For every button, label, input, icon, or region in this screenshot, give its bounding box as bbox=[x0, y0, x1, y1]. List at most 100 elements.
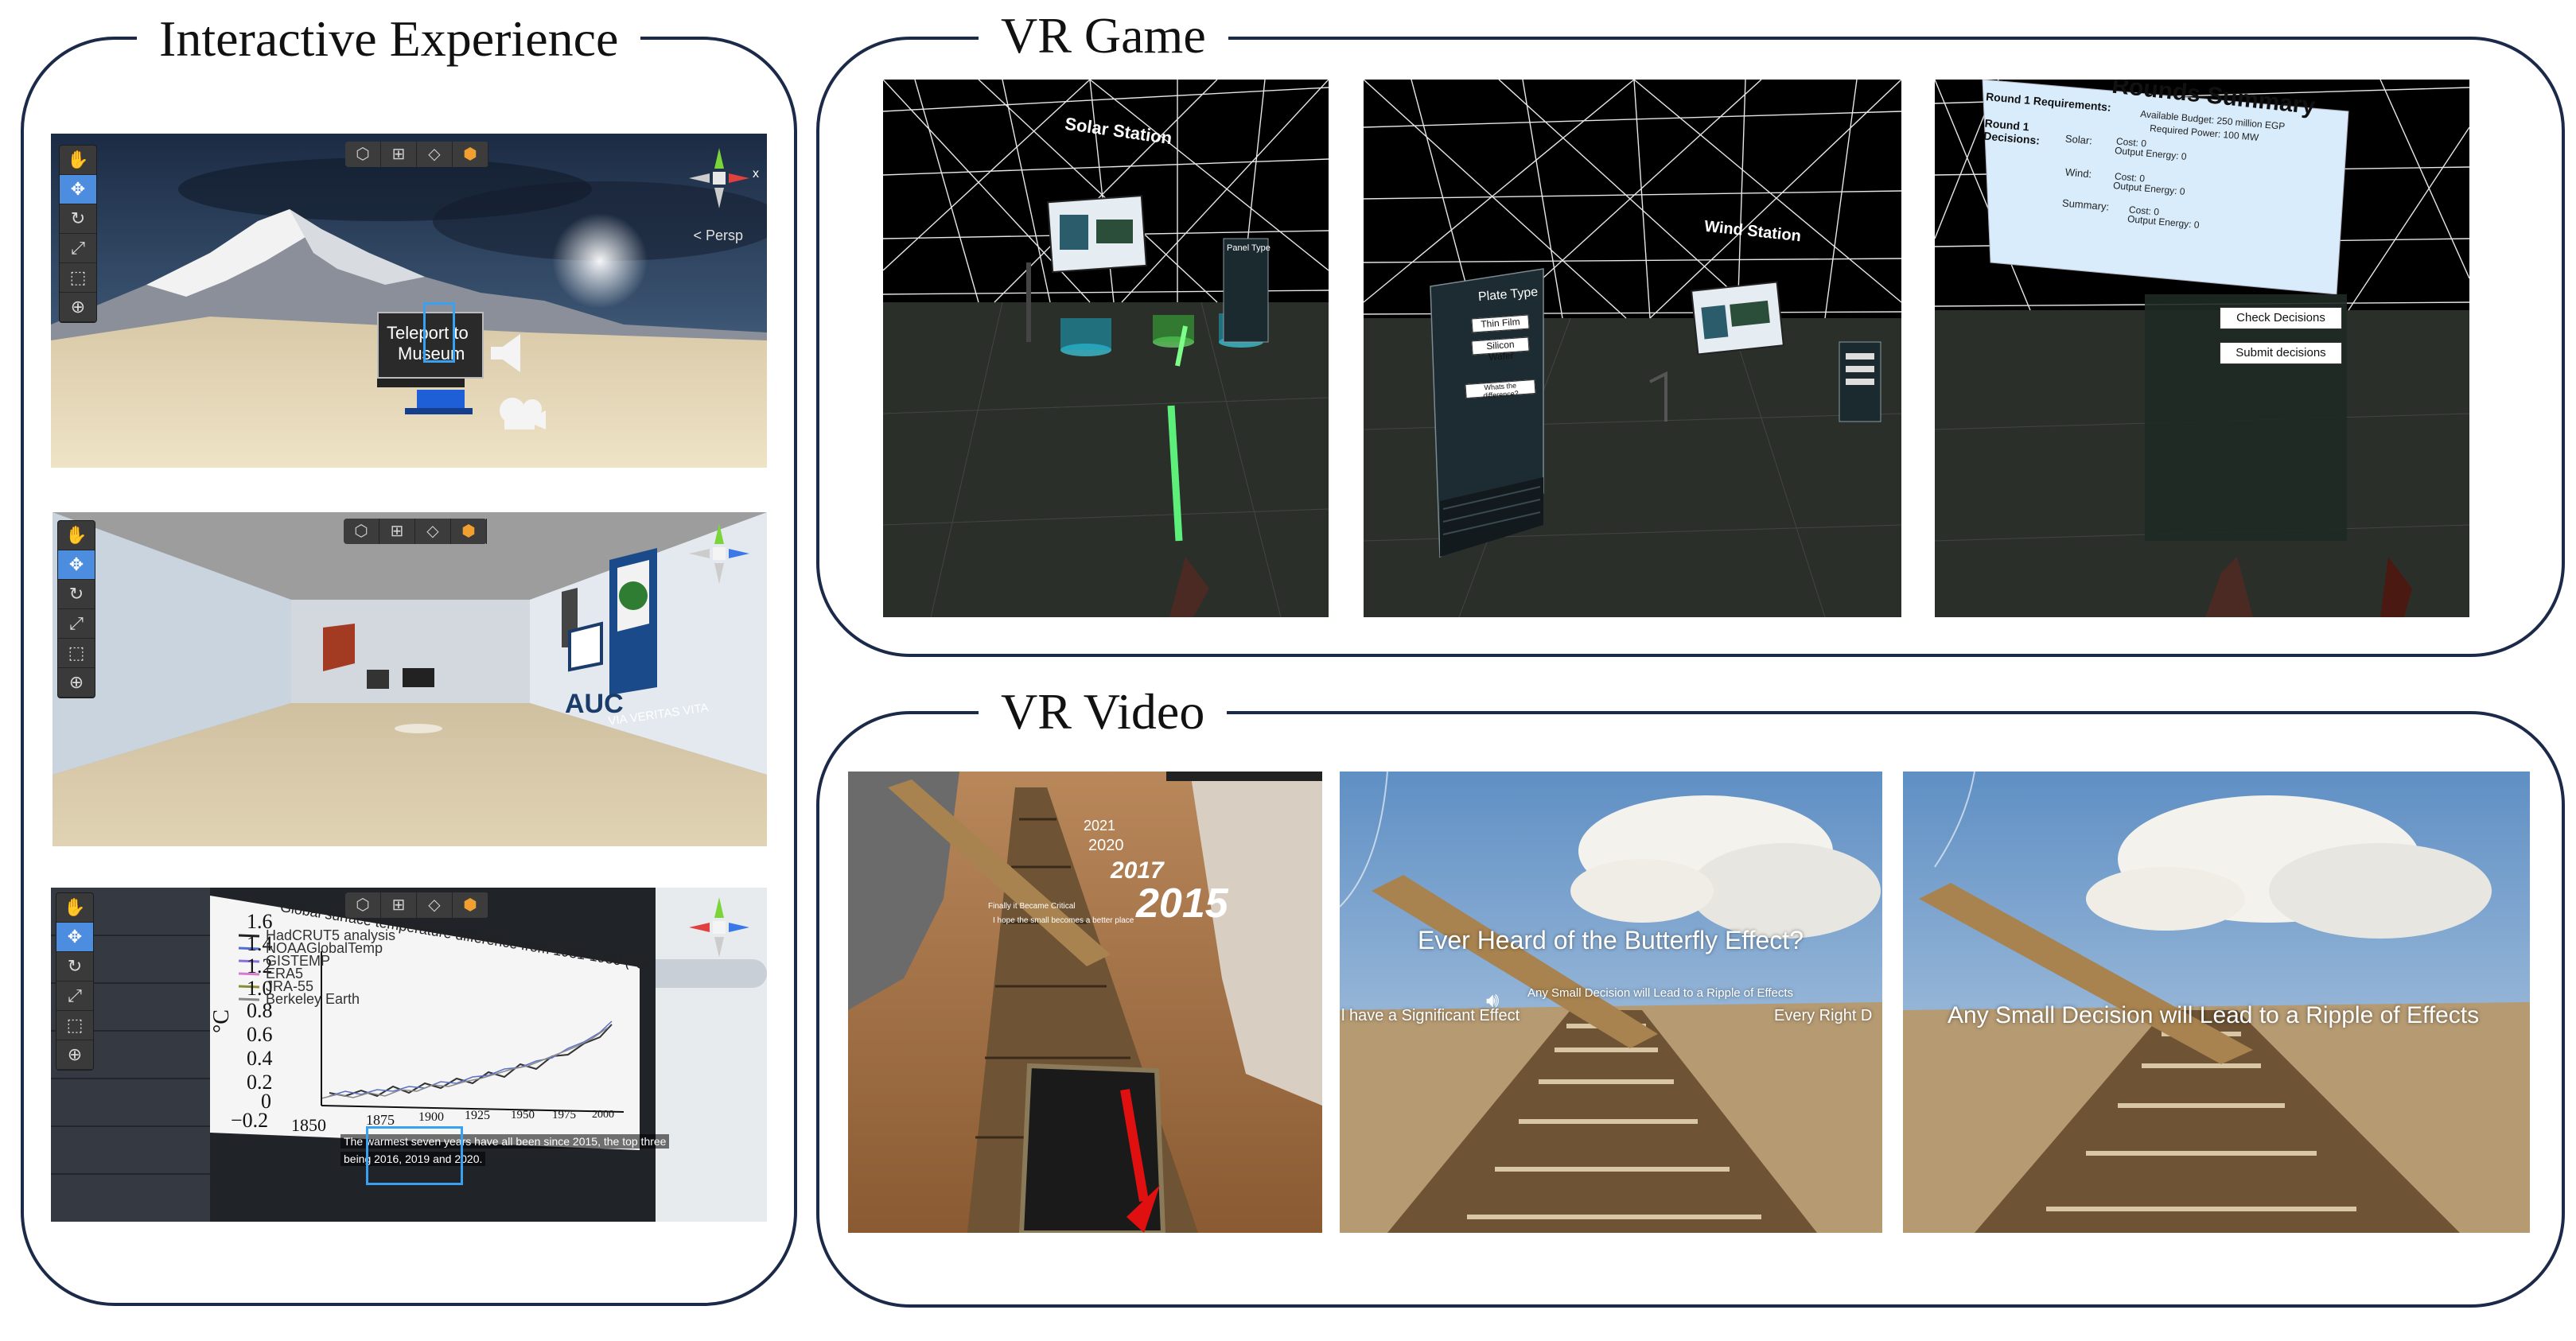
video-timeline-art bbox=[848, 772, 1322, 1233]
graph-caption-line1: The warmest seven years have all been si… bbox=[340, 1134, 670, 1149]
legend-entry: NOAAGlobalTemp bbox=[266, 940, 383, 956]
scale-tool-icon[interactable]: ⤢ bbox=[60, 234, 96, 263]
perspective-label[interactable]: < Persp bbox=[693, 227, 743, 243]
wind-station-screenshot: Wind Station Plate Type Thin Film Silico… bbox=[1364, 80, 1901, 617]
wire-view-icon[interactable]: ◇ bbox=[415, 519, 451, 544]
x-tick: 1875 bbox=[366, 1112, 395, 1128]
x-tick: 1900 bbox=[418, 1110, 444, 1124]
graph-caption-line2: being 2016, 2019 and 2020. bbox=[340, 1152, 486, 1166]
teleport-sign[interactable] bbox=[377, 312, 484, 379]
video-subline: Any Small Decision will Lead to a Ripple… bbox=[1527, 986, 1794, 1000]
vr-video-title: VR Video bbox=[979, 682, 1228, 741]
rect-tool-icon[interactable]: ⬚ bbox=[58, 639, 95, 668]
video-timeline-screenshot: 2021 2020 2017 2015 Finally it Became Cr… bbox=[848, 772, 1322, 1233]
vr-game-panel bbox=[816, 37, 2565, 657]
legend-entry: GISTEMP bbox=[266, 953, 331, 969]
rotate-tool-icon[interactable]: ↻ bbox=[58, 580, 95, 609]
rotate-tool-icon[interactable]: ↻ bbox=[60, 204, 96, 234]
move-tool-icon[interactable]: ✥ bbox=[56, 923, 93, 952]
y-tick: 1.6 bbox=[247, 910, 273, 933]
x-tick: 1950 bbox=[511, 1109, 535, 1121]
cube-view-icon[interactable]: ⬡ bbox=[344, 519, 379, 544]
decision-name: Solar: bbox=[2064, 132, 2093, 147]
timeline-caption: Finally it Became Critical bbox=[988, 902, 1076, 911]
x-tick: 1850 bbox=[291, 1115, 326, 1135]
climate-graph-screenshot: Global surface temperature difference fr… bbox=[51, 888, 767, 1222]
check-decisions-button[interactable]: Check Decisions bbox=[2220, 307, 2342, 329]
panel-type-label: Panel Type bbox=[1227, 243, 1270, 253]
y-tick: 0.4 bbox=[247, 1047, 273, 1070]
x-tick: 1975 bbox=[552, 1109, 576, 1121]
transform-tool-icon[interactable]: ⊕ bbox=[60, 293, 96, 322]
view-options-bar: ⬡ ⊞ ◇ ⬢ bbox=[345, 892, 488, 918]
interactive-experience-title: Interactive Experience bbox=[137, 10, 641, 68]
hand-tool-icon[interactable]: ✋ bbox=[56, 893, 93, 923]
round1-decisions-label: Round 1 Decisions: bbox=[1983, 116, 2041, 147]
shaded-view-icon[interactable]: ⬢ bbox=[453, 142, 488, 167]
vr-video-panel bbox=[816, 711, 2565, 1308]
view-options-bar: ⬡ ⊞ ◇ ⬢ bbox=[345, 142, 488, 167]
y-tick: 0.8 bbox=[247, 999, 273, 1022]
video-headline: Ever Heard of the Butterfly Effect? bbox=[1418, 926, 1804, 954]
orientation-gizmo-icon[interactable] bbox=[686, 145, 753, 212]
year-label: 2021 bbox=[1084, 818, 1116, 834]
legend-entry: ERA5 bbox=[266, 966, 304, 981]
video-headline: Any Small Decision will Lead to a Ripple… bbox=[1948, 1002, 2480, 1028]
y-axis-unit: °C bbox=[208, 1009, 234, 1033]
video-butterfly-screenshot: Ever Heard of the Butterfly Effect? Any … bbox=[1340, 772, 1882, 1233]
shaded-view-icon[interactable]: ⬢ bbox=[451, 519, 487, 544]
transform-tool-icon[interactable]: ⊕ bbox=[56, 1040, 93, 1070]
rounds-summary-art bbox=[1935, 80, 2469, 617]
video-ripple-screenshot: Any Small Decision will Lead to a Ripple… bbox=[1903, 772, 2530, 1233]
rect-tool-icon[interactable]: ⬚ bbox=[56, 1011, 93, 1040]
y-tick: 1.2 bbox=[247, 954, 273, 978]
video-left-line: l have a Significant Effect bbox=[1341, 1007, 1520, 1024]
video-butterfly-art bbox=[1340, 772, 1882, 1233]
year-label: 2017 bbox=[1111, 857, 1164, 884]
rect-tool-icon[interactable]: ⬚ bbox=[60, 263, 96, 293]
move-tool-icon[interactable]: ✥ bbox=[60, 175, 96, 204]
orientation-gizmo-icon[interactable] bbox=[686, 520, 753, 587]
move-tool-icon[interactable]: ✥ bbox=[58, 550, 95, 580]
cube-view-icon[interactable]: ⬡ bbox=[345, 892, 381, 918]
museum-hall-art bbox=[53, 512, 767, 846]
selection-outline bbox=[366, 1126, 463, 1185]
scale-tool-icon[interactable]: ⤢ bbox=[58, 609, 95, 639]
year-label: 2015 bbox=[1136, 880, 1228, 927]
y-tick: 0.2 bbox=[247, 1071, 273, 1094]
scale-tool-icon[interactable]: ⤢ bbox=[56, 981, 93, 1011]
wire-view-icon[interactable]: ◇ bbox=[417, 142, 453, 167]
year-label: 2020 bbox=[1088, 837, 1124, 854]
grid-view-icon[interactable]: ⊞ bbox=[381, 142, 417, 167]
decision-name: Wind: bbox=[2064, 165, 2092, 181]
grid-view-icon[interactable]: ⊞ bbox=[381, 892, 417, 918]
video-right-line: Every Right D bbox=[1774, 1007, 1873, 1024]
solar-station-art bbox=[883, 80, 1329, 617]
hand-tool-icon[interactable]: ✋ bbox=[58, 521, 95, 550]
scene-tools-toolbar: ✋ ✥ ↻ ⤢ ⬚ ⊕ bbox=[57, 520, 95, 698]
x-tick: 2000 bbox=[592, 1109, 614, 1121]
shaded-view-icon[interactable]: ⬢ bbox=[453, 892, 488, 918]
mountain-scene-art bbox=[51, 134, 767, 468]
orientation-gizmo-icon[interactable] bbox=[686, 894, 753, 961]
mountain-scene-screenshot: Teleport to Museum ✋ ✥ ↻ ⤢ ⬚ ⊕ ⬡ ⊞ ◇ ⬢ x… bbox=[51, 134, 767, 468]
grid-view-icon[interactable]: ⊞ bbox=[379, 519, 415, 544]
transform-tool-icon[interactable]: ⊕ bbox=[58, 668, 95, 698]
rotate-tool-icon[interactable]: ↻ bbox=[56, 952, 93, 981]
gizmo-x-label: x bbox=[753, 167, 759, 181]
y-tick: 1.4 bbox=[247, 932, 273, 955]
y-tick: −0.2 bbox=[231, 1109, 269, 1132]
legend-entry: JRA-55 bbox=[266, 978, 314, 994]
y-tick: 1.0 bbox=[247, 977, 273, 1000]
y-tick: 0 bbox=[261, 1090, 271, 1113]
hand-tool-icon[interactable]: ✋ bbox=[60, 146, 96, 175]
rounds-summary-screenshot: Rounds Summary Round 1 Requirements: Ava… bbox=[1935, 80, 2469, 617]
speaker-icon[interactable]: 🔊︎ bbox=[1486, 988, 1500, 1012]
legend-entry: HadCRUT5 analysis bbox=[266, 927, 396, 943]
scene-tools-toolbar: ✋ ✥ ↻ ⤢ ⬚ ⊕ bbox=[56, 892, 94, 1071]
submit-decisions-button[interactable]: Submit decisions bbox=[2220, 342, 2342, 364]
cube-view-icon[interactable]: ⬡ bbox=[345, 142, 381, 167]
y-tick: 0.6 bbox=[247, 1023, 273, 1046]
video-ripple-art bbox=[1903, 772, 2530, 1233]
wire-view-icon[interactable]: ◇ bbox=[417, 892, 453, 918]
